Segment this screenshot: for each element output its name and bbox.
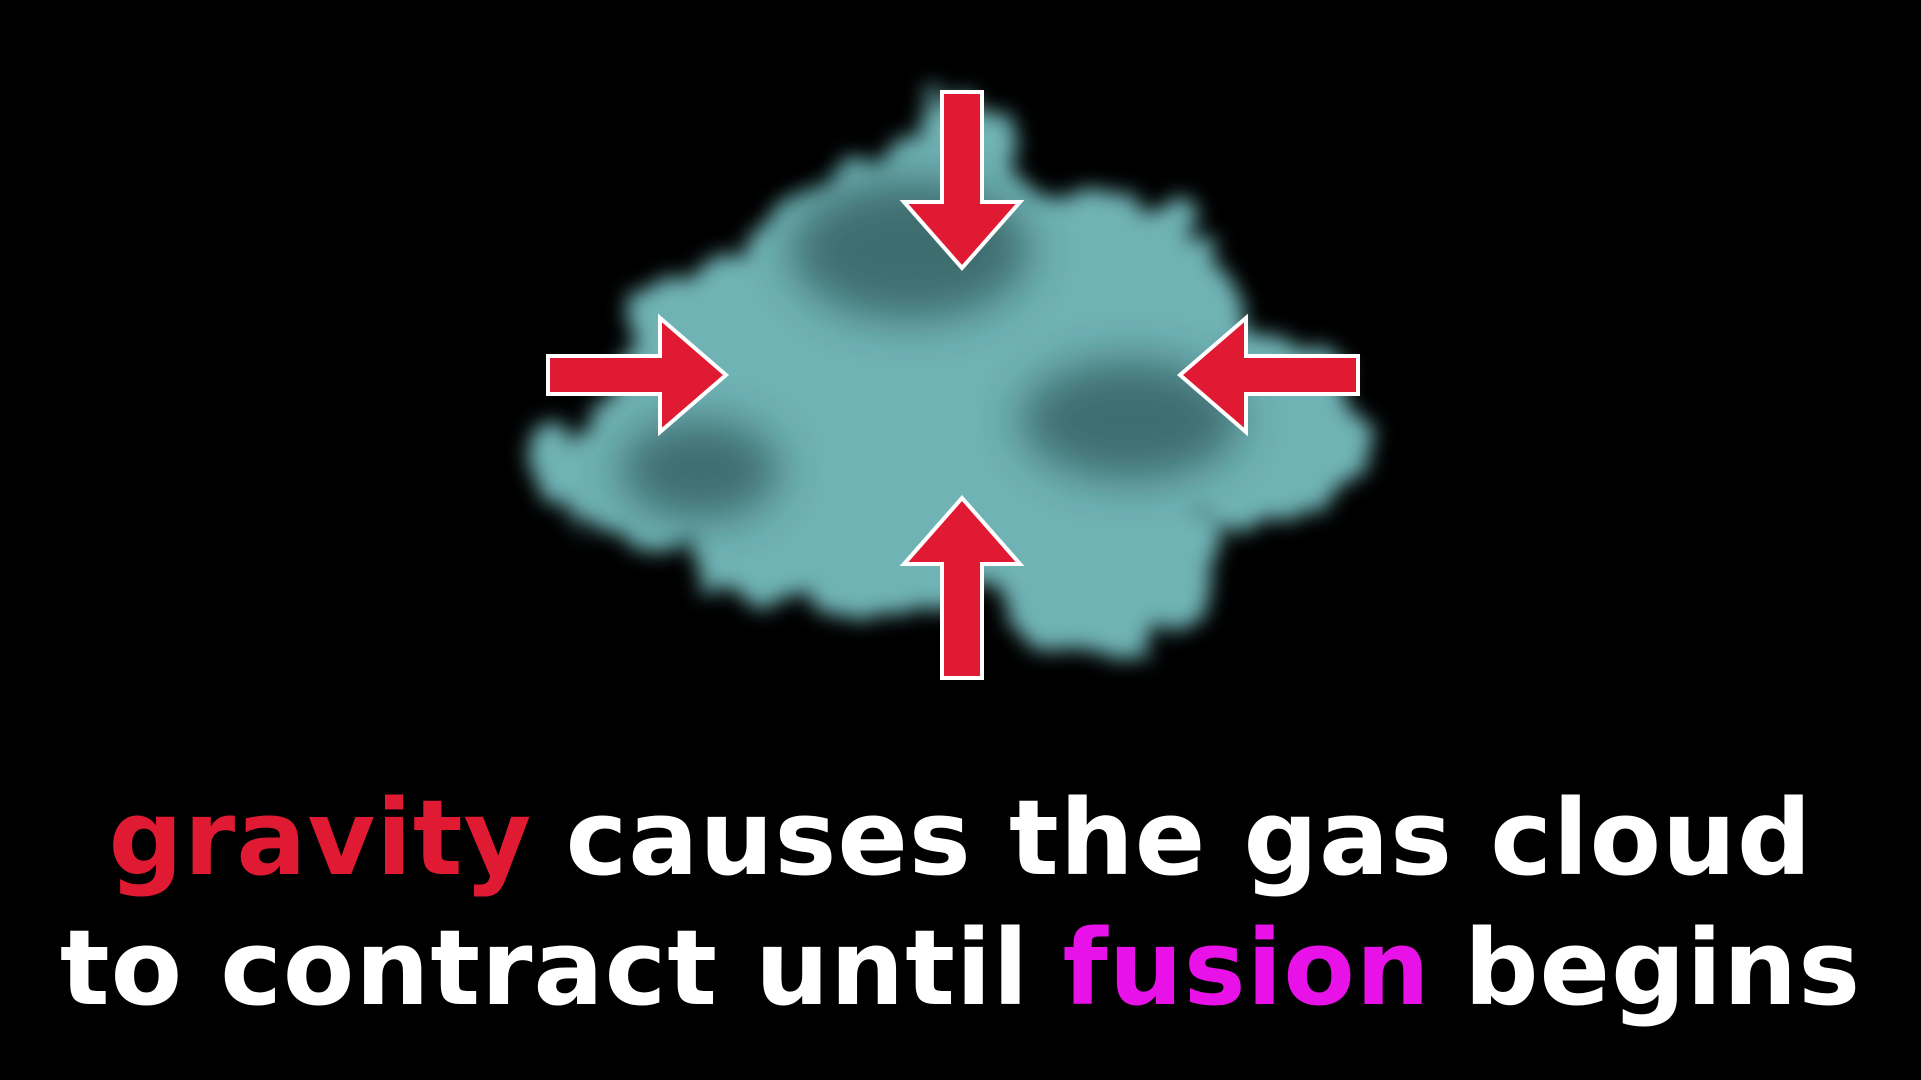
caption-keyword-gravity: gravity bbox=[108, 777, 533, 899]
caption-keyword-fusion: fusion bbox=[1062, 907, 1431, 1029]
arrow-down-icon bbox=[899, 90, 1025, 272]
caption-line-2: to contract until fusion begins bbox=[0, 908, 1921, 1028]
arrow-right-icon bbox=[546, 313, 730, 437]
arrow-up-icon bbox=[899, 494, 1025, 680]
caption-line-1: gravity causes the gas cloud bbox=[0, 778, 1921, 898]
arrow-left-icon bbox=[1176, 313, 1360, 437]
gas-cloud bbox=[540, 100, 1370, 650]
caption-line-2-text-before: to contract until bbox=[59, 907, 1030, 1029]
caption-line-1-text: causes the gas cloud bbox=[565, 777, 1813, 899]
caption-line-2-text-after: begins bbox=[1464, 907, 1862, 1029]
